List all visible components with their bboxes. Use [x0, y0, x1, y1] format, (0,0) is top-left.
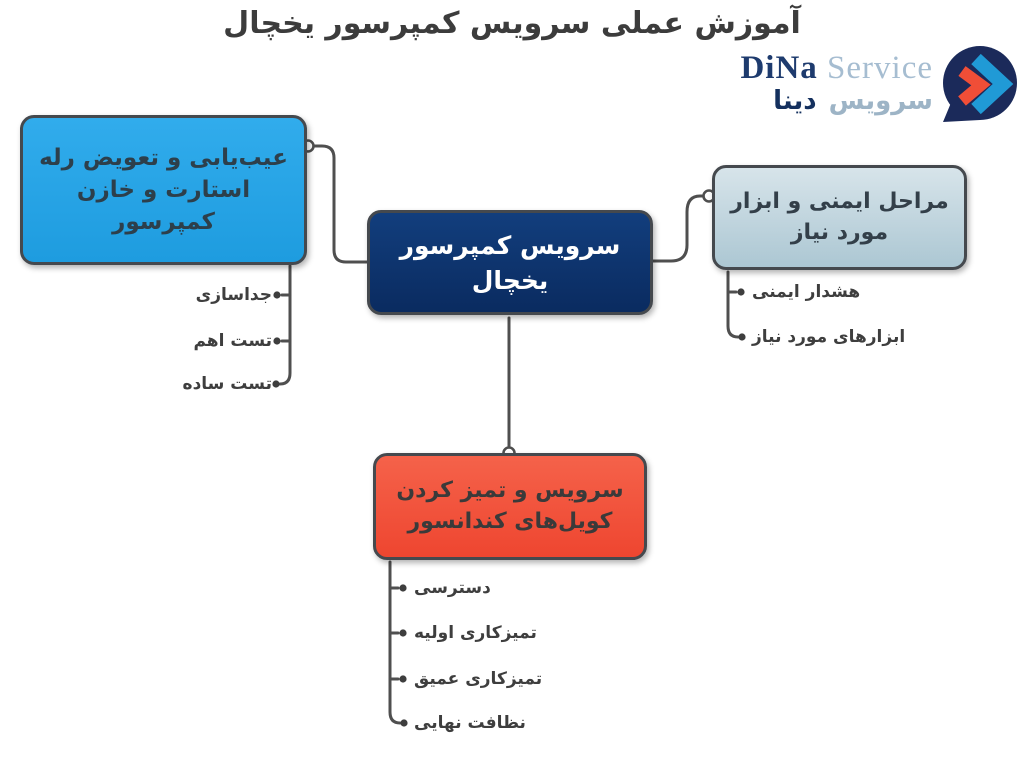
leaf-access: دسترسی	[414, 578, 491, 598]
brand-name-fa: دینا سرویس	[773, 86, 933, 116]
logo-blue-chevron	[971, 53, 1014, 115]
brand-name-en-secondary: Service	[827, 49, 933, 86]
connector-center-to-right	[651, 194, 704, 263]
brand-logo-text: DiNa Service دینا سرویس	[740, 49, 933, 116]
right-branch-trunk	[726, 270, 740, 339]
bottom-leaf-dot-4	[400, 719, 408, 727]
leaf-required-tools: ابزارهای مورد نیاز	[752, 327, 906, 347]
left-leaf-dot-2	[273, 337, 281, 345]
connector-left-to-center	[312, 144, 369, 264]
brand-logo: DiNa Service دینا سرویس	[740, 42, 1018, 125]
bottom-leaf-dot-3	[399, 675, 407, 683]
left-leaf-dot-3	[272, 380, 280, 388]
leaf-simple-test: تست ساده	[182, 374, 272, 394]
leaf-safety-warning: هشدار ایمنی	[752, 282, 861, 302]
leaf-disassembly: جداسازی	[195, 285, 272, 305]
node-relay-capacitor: عیب‌یابی و تعویض رله استارت و خازن کمپرس…	[20, 115, 307, 265]
leaf-initial-cleaning: تمیزکاری اولیه	[414, 623, 537, 643]
node-safety-tools: مراحل ایمنی و ابزار مورد نیاز	[712, 165, 967, 270]
leaf-final-cleanup: نظافت نهایی	[414, 713, 526, 733]
brand-name-en: DiNa Service	[740, 49, 933, 86]
left-branch-trunk	[278, 264, 292, 386]
brand-name-fa-secondary: سرویس	[828, 86, 933, 117]
right-leaf-dot-2	[738, 333, 746, 341]
right-leaf-dot-1	[737, 288, 745, 296]
left-leaf-dot-1	[273, 291, 281, 299]
page-title: آموزش عملی سرویس کمپرسور یخچال	[223, 6, 801, 41]
brand-name-en-primary: DiNa	[740, 49, 818, 86]
bottom-leaf-dot-1	[399, 584, 407, 592]
brand-logo-icon	[943, 46, 1017, 122]
leaf-deep-cleaning: تمیزکاری عمیق	[414, 669, 543, 689]
bottom-branch-trunk	[388, 560, 402, 725]
logo-orange-chevron	[958, 66, 991, 106]
node-condenser-coils: سرویس و تمیز کردن کویل‌های کندانسور	[373, 453, 647, 560]
bottom-leaf-dot-2	[399, 629, 407, 637]
brand-name-fa-primary: دینا	[773, 86, 817, 117]
leaf-ohm-test: تست اهم	[193, 331, 272, 351]
node-central-topic: سرویس کمپرسور یخچال	[367, 210, 653, 315]
